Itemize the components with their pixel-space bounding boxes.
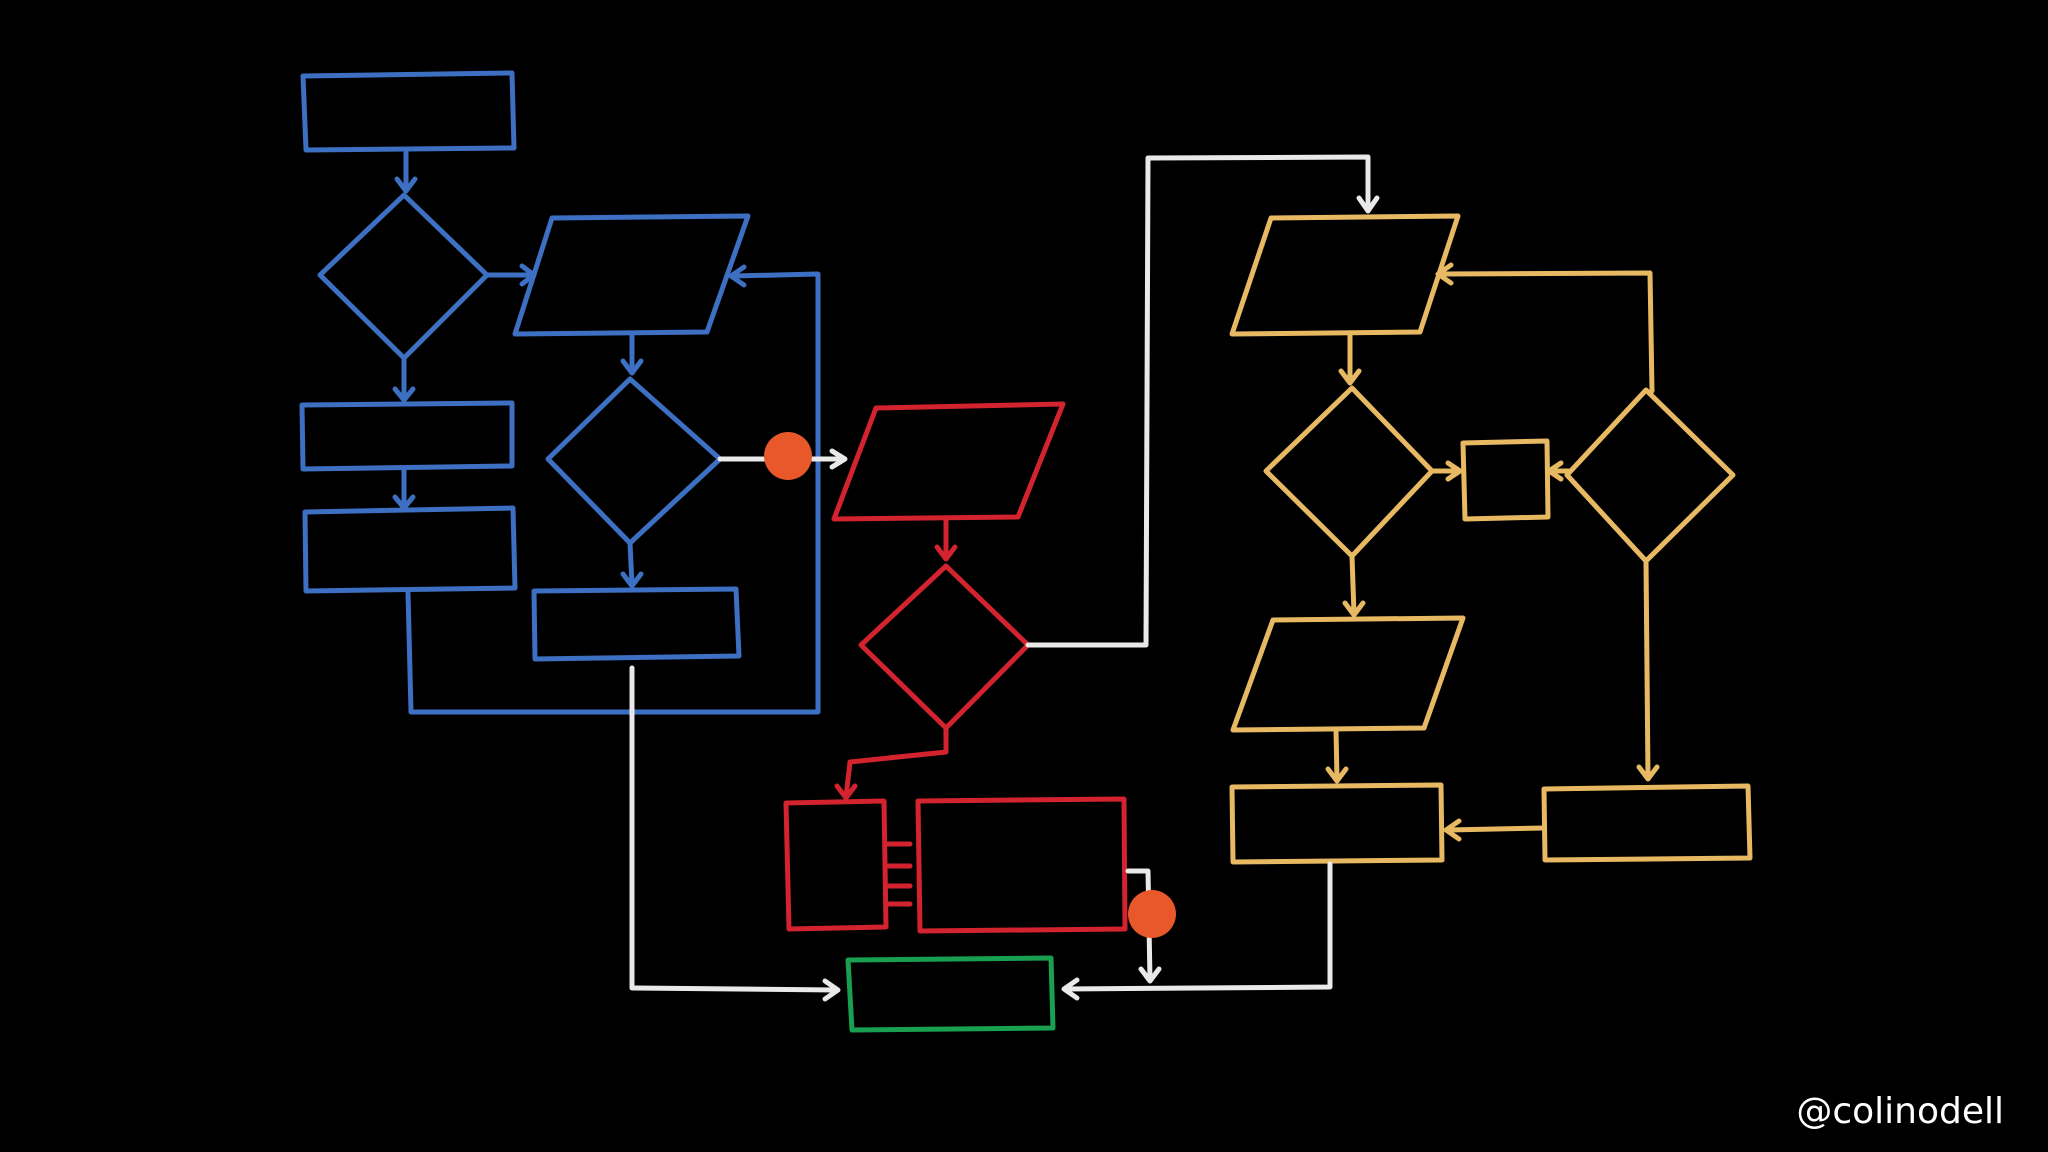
white-arrowhead <box>1138 966 1162 984</box>
yellow-arrow-decision1-to-para2 <box>1349 553 1357 617</box>
yellow-arrowhead <box>1445 460 1463 482</box>
red-box-right <box>915 796 1128 934</box>
white-arrowhead <box>829 448 848 470</box>
yellow-small-box <box>1460 438 1551 522</box>
white-arrowhead <box>822 978 841 1002</box>
yellow-arrowhead <box>1636 764 1660 782</box>
red-arrow-decision-to-box <box>843 725 949 800</box>
yellow-arrow-right-box-to-left-box <box>1445 825 1547 833</box>
blue-arrowhead <box>728 264 747 288</box>
green-end-box <box>845 955 1056 1033</box>
orange-marker-dot <box>1128 890 1176 938</box>
blue-arrowhead <box>620 571 644 589</box>
red-arrowhead <box>834 783 858 801</box>
yellow-flow <box>1025 154 1753 865</box>
blue-decision-2 <box>545 376 723 546</box>
yellow-arrow-decision2-to-box <box>1643 558 1651 781</box>
red-box-left <box>783 798 889 932</box>
yellow-arrowhead <box>1546 460 1564 482</box>
red-parallelogram <box>831 401 1066 522</box>
connector-red-to-end <box>1125 868 1153 983</box>
connector-yellow-to-end <box>1062 861 1333 992</box>
yellow-parallelogram-1 <box>1229 213 1461 337</box>
blue-start-box <box>300 70 517 153</box>
yellow-arrowhead <box>1342 600 1366 618</box>
blue-box-3 <box>302 505 518 594</box>
blue-decision-1 <box>317 192 490 361</box>
yellow-arrowhead <box>1325 766 1349 784</box>
end-connectors <box>629 665 1333 1033</box>
connector-red-to-yellow <box>1025 154 1371 648</box>
red-flow <box>717 401 1128 934</box>
yellow-loop-to-parallelogram <box>1437 270 1655 394</box>
yellow-arrowhead <box>1338 368 1362 386</box>
red-decision <box>858 563 1031 731</box>
blue-loop-return <box>405 271 821 715</box>
orange-marker-dot <box>764 432 812 480</box>
author-handle: @colinodell <box>1796 1091 2004 1132</box>
blue-flow <box>299 70 821 715</box>
red-arrowhead <box>934 544 958 562</box>
white-arrowhead <box>1061 977 1080 1001</box>
yellow-box-left <box>1229 782 1445 865</box>
blue-box-2 <box>299 400 515 472</box>
yellow-decision-2 <box>1564 387 1736 564</box>
blue-box-4 <box>531 586 742 662</box>
connector-blue-to-end <box>629 665 839 993</box>
yellow-arrowhead <box>1443 818 1462 842</box>
yellow-parallelogram-2 <box>1230 615 1466 733</box>
yellow-arrowhead <box>1435 262 1454 286</box>
blue-arrow-decision2-to-box <box>627 540 635 588</box>
yellow-arrow-para2-to-box <box>1333 727 1340 783</box>
blue-arrowhead <box>394 176 418 194</box>
blue-arrowhead <box>620 358 644 376</box>
yellow-decision-1 <box>1263 385 1435 559</box>
white-arrowhead <box>1356 195 1380 214</box>
yellow-box-right <box>1541 783 1753 863</box>
blue-parallelogram <box>512 213 751 337</box>
blue-arrowhead <box>392 386 416 403</box>
